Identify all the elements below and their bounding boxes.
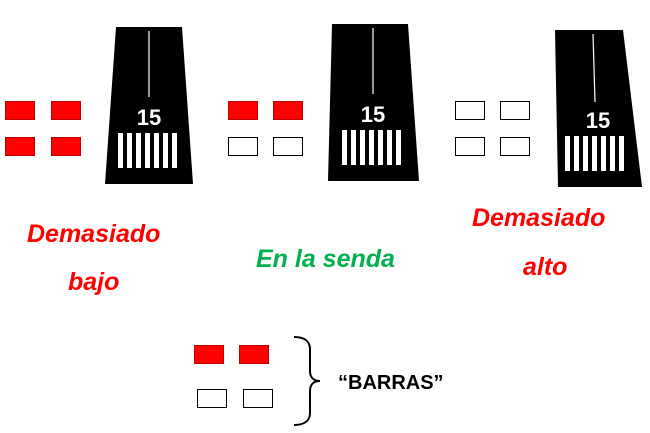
light-bar-lower-right [273,137,303,156]
label-too-high-line1: Demasiado [472,204,606,232]
light-bar-lower-right [51,137,81,156]
label-too-low-line2: bajo [68,268,120,296]
runway-icon: 15 [555,30,642,187]
light-bar-upper-left [455,101,485,120]
legend-label: “BARRAS” [338,372,444,394]
runway-number: 15 [361,102,385,127]
light-bar-lower-right [243,389,273,408]
threshold-marks [118,133,177,168]
runway-icon: 15 [105,27,193,184]
runway-number: 15 [586,108,610,133]
label-too-high-line2: alto [523,253,568,281]
light-bar-lower-left [228,137,258,156]
light-bar-upper-right [500,101,530,120]
runway-number: 15 [137,105,161,130]
light-bar-upper-left [228,101,258,120]
runway-icon: 15 [328,24,419,181]
curly-brace-icon [293,336,321,426]
label-too-low-line1: Demasiado [27,220,161,248]
label-on-path: En la senda [256,245,395,273]
threshold-marks [342,130,401,165]
light-bar-upper-left [5,101,35,120]
light-bar-upper-right [239,345,269,364]
light-bar-upper-right [51,101,81,120]
light-bar-upper-right [273,101,303,120]
light-bar-lower-left [5,137,35,156]
light-bar-lower-left [197,389,227,408]
threshold-marks [565,136,624,171]
light-bar-upper-left [194,345,224,364]
light-bar-lower-right [500,137,530,156]
light-bar-lower-left [455,137,485,156]
